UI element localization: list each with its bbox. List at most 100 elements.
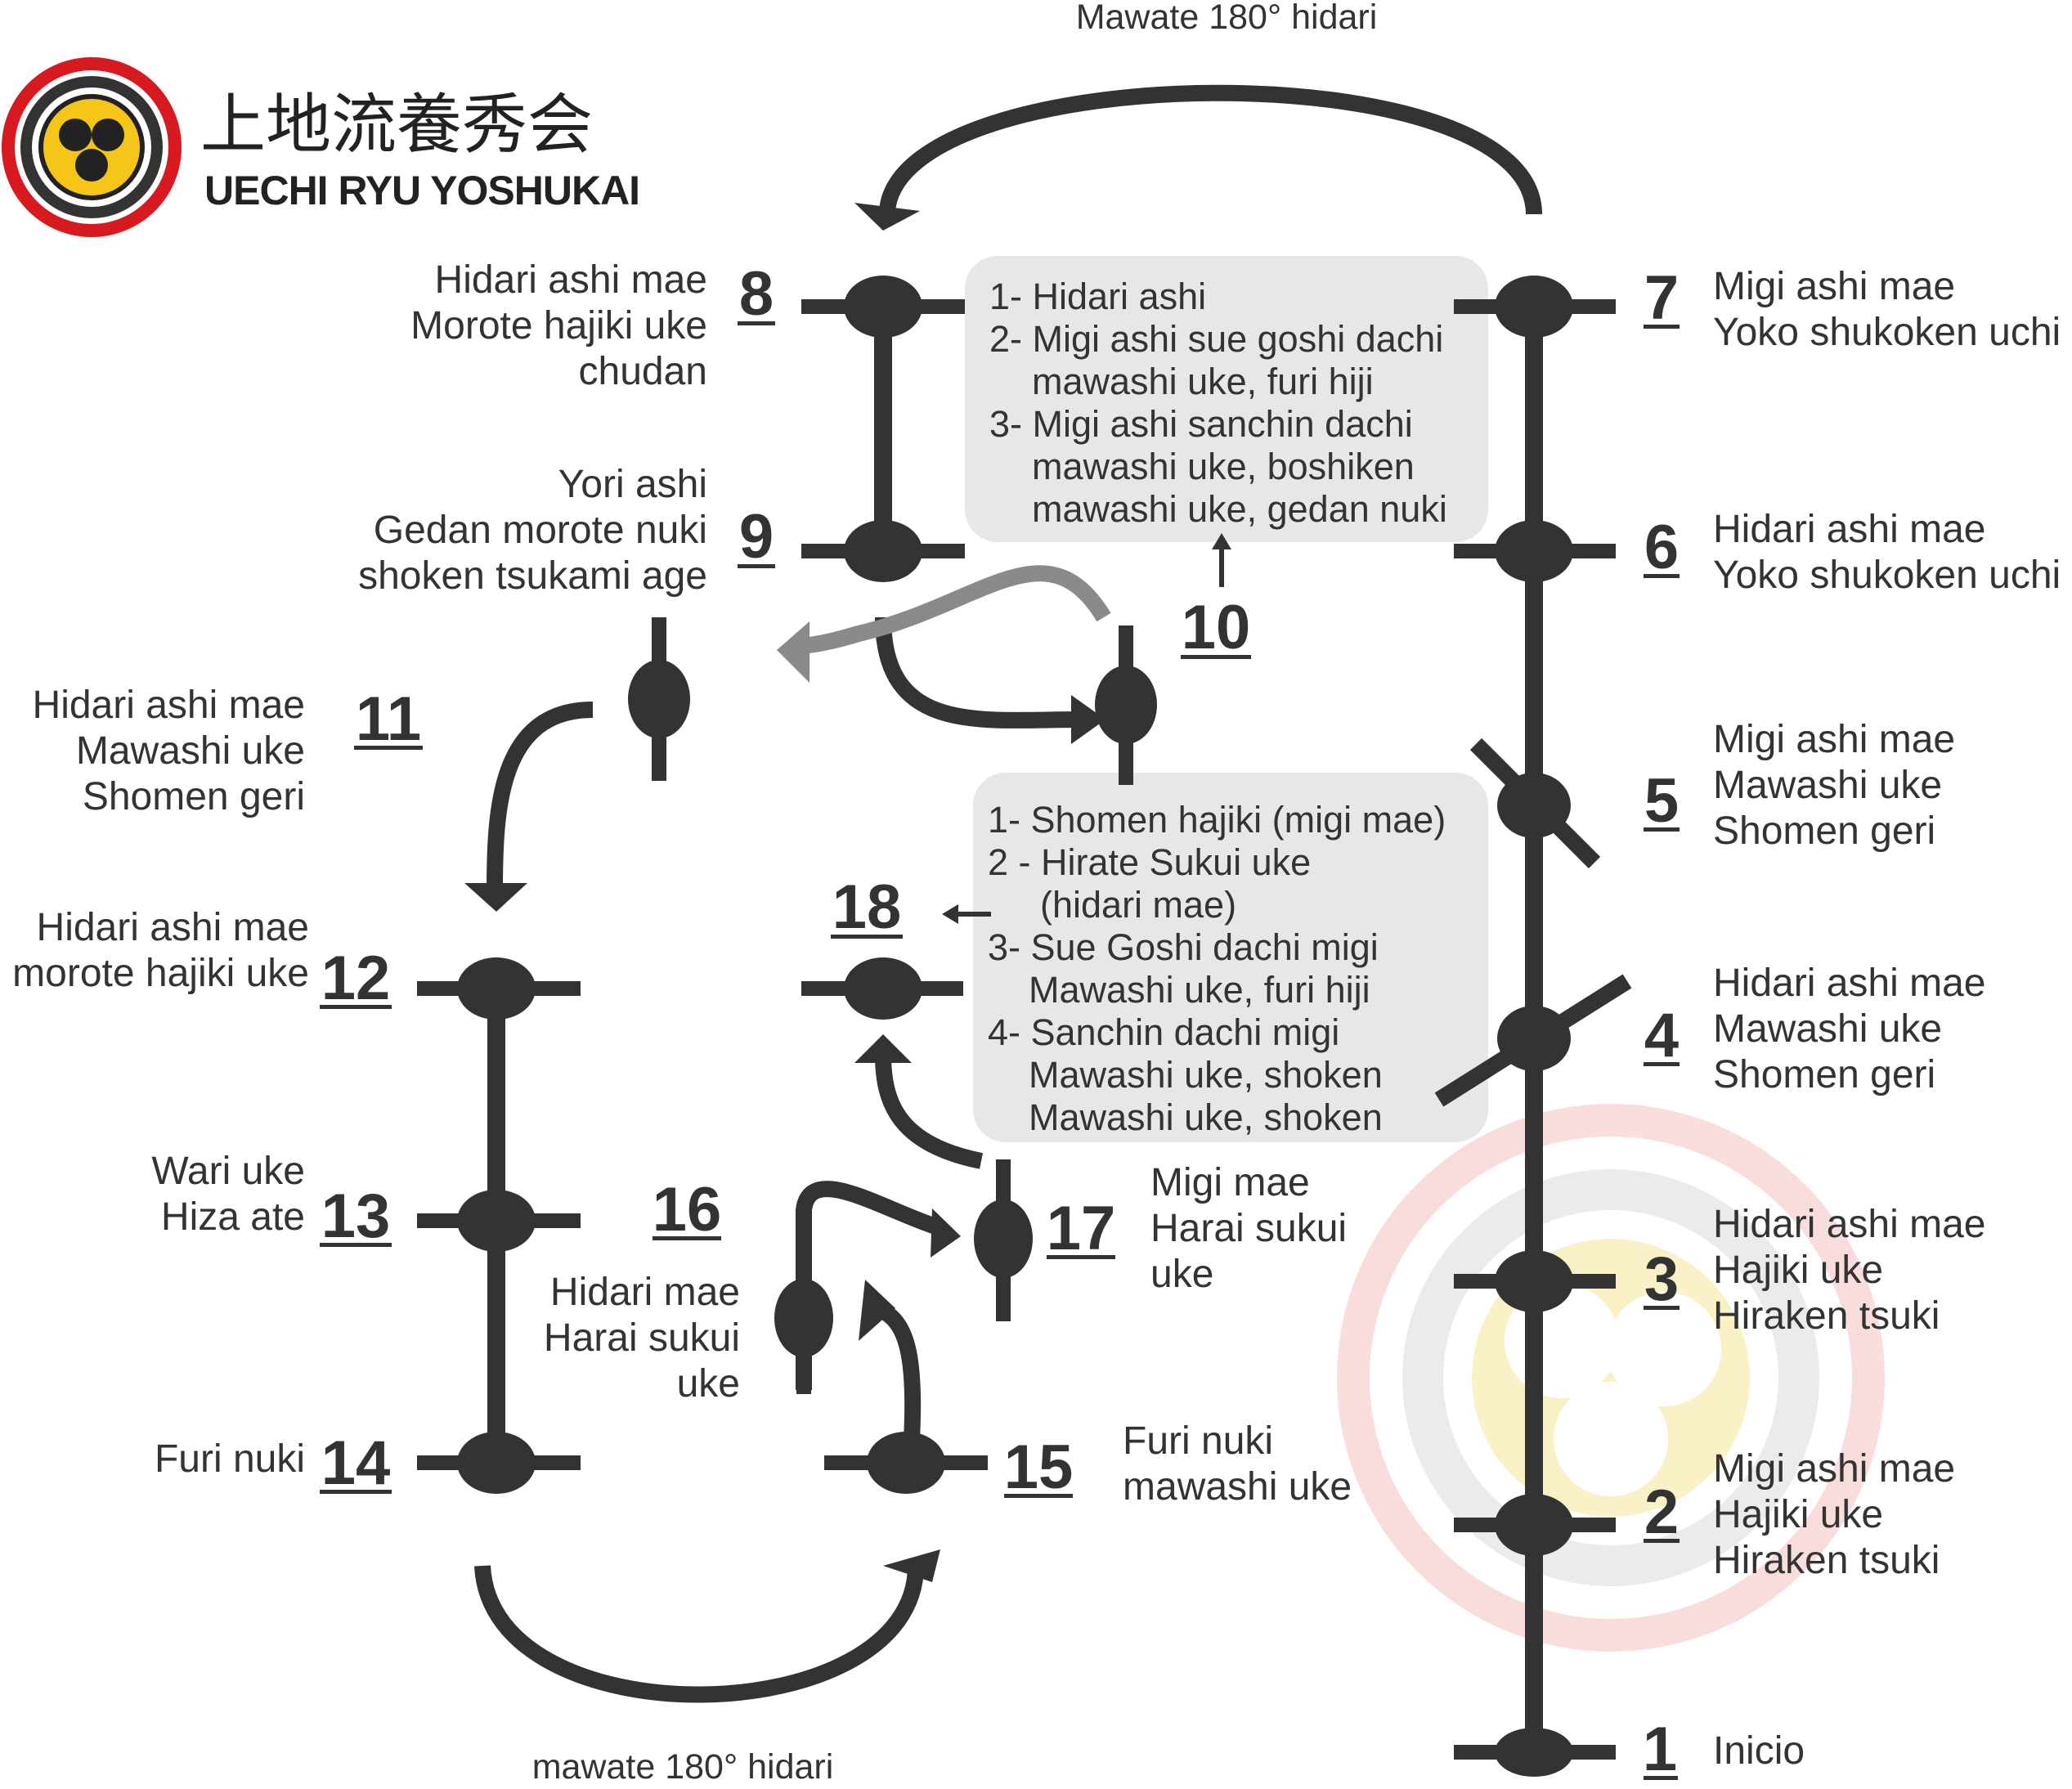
arrow-turn-top-head xyxy=(854,203,920,231)
turn-bottom-label: mawate 180° hidari xyxy=(532,1747,834,1787)
arrow-11-12 xyxy=(487,702,594,892)
label-7-l1: Migi ashi mae xyxy=(1713,265,1955,308)
box-18-bg xyxy=(973,773,1488,1142)
label-5-l2: Mawashi uke xyxy=(1713,764,1942,807)
svg-text:12: 12 xyxy=(321,944,391,1013)
arrow-turn-top xyxy=(879,84,1542,215)
box18-line-2: 2 - Hirate Sukui uke xyxy=(988,841,1311,883)
label-6-l2: Yoko shukoken uchi xyxy=(1713,554,2061,597)
label-2-l2: Hajiki uke xyxy=(1713,1493,1883,1536)
svg-text:13: 13 xyxy=(321,1181,391,1251)
label-4-l2: Mawashi uke xyxy=(1713,1007,1942,1051)
step-8: 8 xyxy=(738,259,775,329)
box18-line-7: Mawashi uke, shoken xyxy=(1029,1054,1383,1096)
label-8-l1: Hidari ashi mae xyxy=(435,258,707,302)
label-15-l2: mawashi uke xyxy=(1123,1465,1352,1509)
step-17: 17 xyxy=(1047,1194,1116,1263)
step-14: 14 xyxy=(320,1428,392,1498)
stance-3 xyxy=(1454,1250,1616,1312)
arrow-9-10 xyxy=(875,617,1080,729)
box10-line-3: mawashi uke, furi hiji xyxy=(1032,361,1374,402)
label-17-l1: Migi mae xyxy=(1150,1161,1310,1204)
arrow-10-up xyxy=(1212,533,1231,549)
step-9: 9 xyxy=(738,502,775,572)
label-9-l2: Gedan morote nuki xyxy=(374,509,707,552)
step-1: 1 xyxy=(1643,1715,1678,1784)
step-5: 5 xyxy=(1644,766,1680,836)
step-6: 6 xyxy=(1644,513,1680,582)
stance-18 xyxy=(801,957,963,1020)
label-16-l1: Hidari mae xyxy=(550,1271,740,1314)
box-18-text: 1- Shomen hajiki (migi mae) 2 - Hirate S… xyxy=(988,799,1446,1138)
stance-5 xyxy=(1469,738,1601,869)
stance-9 xyxy=(801,520,965,582)
step-18: 18 xyxy=(831,872,903,942)
label-16-l3: uke xyxy=(677,1362,740,1406)
arrow-15-16-head xyxy=(859,1280,895,1341)
label-3-l1: Hidari ashi mae xyxy=(1713,1203,1985,1246)
stance-1 xyxy=(1454,1728,1616,1777)
stance-6 xyxy=(1454,520,1616,582)
label-16-l2: Harai sukui xyxy=(544,1316,740,1360)
turn-top-label: Mawate 180° hidari xyxy=(1076,0,1378,37)
label-2-l1: Migi ashi mae xyxy=(1713,1447,1955,1491)
step-numbers: 1 2 3 4 5 6 7 8 9 10 11 12 13 14 15 16 1… xyxy=(320,259,1680,1784)
label-8-l2: Morote hajiki uke xyxy=(410,304,707,347)
label-6-l1: Hidari ashi mae xyxy=(1713,508,1985,551)
box18-line-8: Mawashi uke, shoken xyxy=(1029,1096,1383,1138)
box18-line-5: Mawashi uke, furi hiji xyxy=(1029,969,1370,1011)
label-9-l1: Yori ashi xyxy=(558,463,707,506)
arrow-turn-bottom xyxy=(474,1565,924,1703)
arrow-11-12-head xyxy=(464,883,527,912)
step-16: 16 xyxy=(653,1175,722,1244)
stance-2 xyxy=(1454,1494,1616,1556)
svg-text:16: 16 xyxy=(653,1175,722,1244)
arrow-9-10-head xyxy=(1071,695,1106,744)
arrow-16-17-head xyxy=(931,1208,961,1258)
box10-line-2: 2- Migi ashi sue goshi dachi xyxy=(989,318,1443,360)
stance-10 xyxy=(1095,625,1157,785)
step-4: 4 xyxy=(1644,1001,1680,1070)
svg-text:9: 9 xyxy=(739,502,774,572)
svg-text:18: 18 xyxy=(832,872,902,942)
svg-text:5: 5 xyxy=(1644,766,1679,836)
stance-15 xyxy=(824,1432,988,1494)
svg-text:10: 10 xyxy=(1182,593,1251,662)
stance-8 xyxy=(801,276,965,338)
label-9-l3: shoken tsukami age xyxy=(358,554,707,598)
arrows xyxy=(464,84,1542,1703)
label-3-l2: Hajiki uke xyxy=(1713,1249,1883,1292)
stance-14 xyxy=(417,1432,581,1494)
box18-line-3: (hidari mae) xyxy=(1040,884,1236,926)
label-17-l2: Harai sukui xyxy=(1150,1207,1347,1250)
label-11-l3: Shomen geri xyxy=(83,775,305,818)
box10-line-5: mawashi uke, boshiken xyxy=(1032,446,1415,487)
stance-12 xyxy=(417,957,581,1020)
label-8-l3: chudan xyxy=(579,350,707,393)
step-2: 2 xyxy=(1644,1477,1680,1547)
svg-text:17: 17 xyxy=(1047,1194,1116,1263)
arrow-10-11 xyxy=(796,565,1111,654)
step-15: 15 xyxy=(1004,1433,1074,1502)
svg-text:15: 15 xyxy=(1004,1433,1074,1502)
step-13: 13 xyxy=(320,1181,392,1251)
label-2-l3: Hiraken tsuki xyxy=(1713,1539,1940,1582)
label-15-l1: Furi nuki xyxy=(1123,1419,1273,1463)
arrow-17-18-head xyxy=(854,1034,912,1063)
step-7: 7 xyxy=(1644,263,1680,333)
step-12: 12 xyxy=(320,944,392,1013)
stance-11 xyxy=(628,617,690,781)
arrow-15-16 xyxy=(872,1300,922,1440)
stance-13 xyxy=(417,1190,581,1252)
arrow-turn-bottom-head xyxy=(883,1549,940,1582)
arrow-18-left xyxy=(942,904,958,924)
stance-7 xyxy=(1454,276,1616,338)
label-11-l2: Mawashi uke xyxy=(76,729,305,773)
box18-line-6: 4- Sanchin dachi migi xyxy=(988,1011,1339,1053)
label-13-l2: Hiza ate xyxy=(161,1195,305,1239)
step-10: 10 xyxy=(1181,593,1251,662)
brand-kanji: 上地流養秀会 xyxy=(200,87,593,163)
svg-text:1: 1 xyxy=(1643,1715,1677,1784)
svg-text:8: 8 xyxy=(739,259,774,329)
